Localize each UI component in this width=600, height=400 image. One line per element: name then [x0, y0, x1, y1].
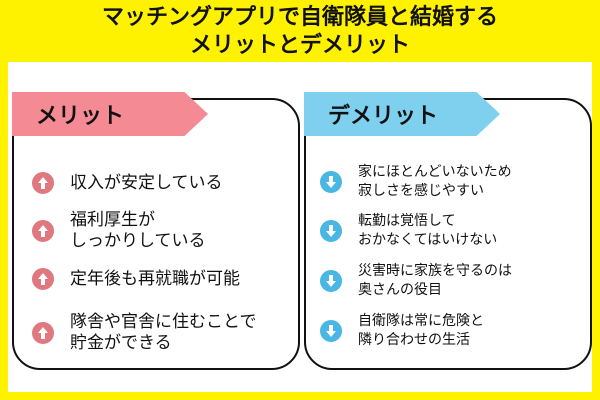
demerit-item-text: 家にほとんどいないため 寂しさを感じやすい: [358, 164, 512, 199]
demerit-item: 転勤は覚悟して おかなくてはいけない: [318, 212, 497, 250]
merit-card: [12, 98, 300, 370]
merit-item-text: 定年後も再就職が可能: [70, 268, 240, 289]
merit-item: 収入が安定している: [30, 170, 223, 196]
page-title: マッチングアプリで自衛隊員と結婚する メリットとデメリット: [0, 4, 600, 60]
demerit-item-text: 自衛隊は常に危険と 隣り合わせの生活: [358, 313, 484, 348]
demerit-header: デメリット: [304, 92, 500, 136]
demerit-item: 家にほとんどいないため 寂しさを感じやすい: [318, 163, 512, 201]
arrow-up-circle-icon: [30, 170, 56, 196]
title-line-1: マッチングアプリで自衛隊員と結婚する: [101, 5, 498, 30]
merit-header: メリット: [12, 92, 208, 136]
arrow-down-circle-icon: [318, 218, 344, 244]
arrow-down-circle-icon: [318, 169, 344, 195]
arrow-down-circle-icon: [318, 268, 344, 294]
merit-item: 定年後も再就職が可能: [30, 266, 240, 292]
demerit-item: 災害時に家族を守るのは 奥さんの役目: [318, 262, 512, 300]
title-line-2: メリットとデメリット: [189, 33, 410, 58]
merit-item-text: 収入が安定している: [70, 172, 223, 193]
demerit-item: 自衛隊は常に危険と 隣り合わせの生活: [318, 312, 484, 350]
arrow-up-circle-icon: [30, 266, 56, 292]
demerit-card: [304, 98, 592, 370]
merit-item-text: 隊舎や官舎に住むことで 貯金ができる: [70, 312, 257, 353]
merit-item: 隊舎や官舎に住むことで 貯金ができる: [30, 312, 257, 354]
arrow-up-circle-icon: [30, 218, 56, 244]
demerit-item-text: 災害時に家族を守るのは 奥さんの役目: [358, 263, 512, 298]
arrow-up-circle-icon: [30, 320, 56, 346]
demerit-item-text: 転勤は覚悟して おかなくてはいけない: [358, 213, 498, 248]
arrow-down-circle-icon: [318, 318, 344, 344]
merit-item-text: 福利厚生が しっかりしている: [70, 210, 206, 251]
merit-item: 福利厚生が しっかりしている: [30, 210, 206, 252]
